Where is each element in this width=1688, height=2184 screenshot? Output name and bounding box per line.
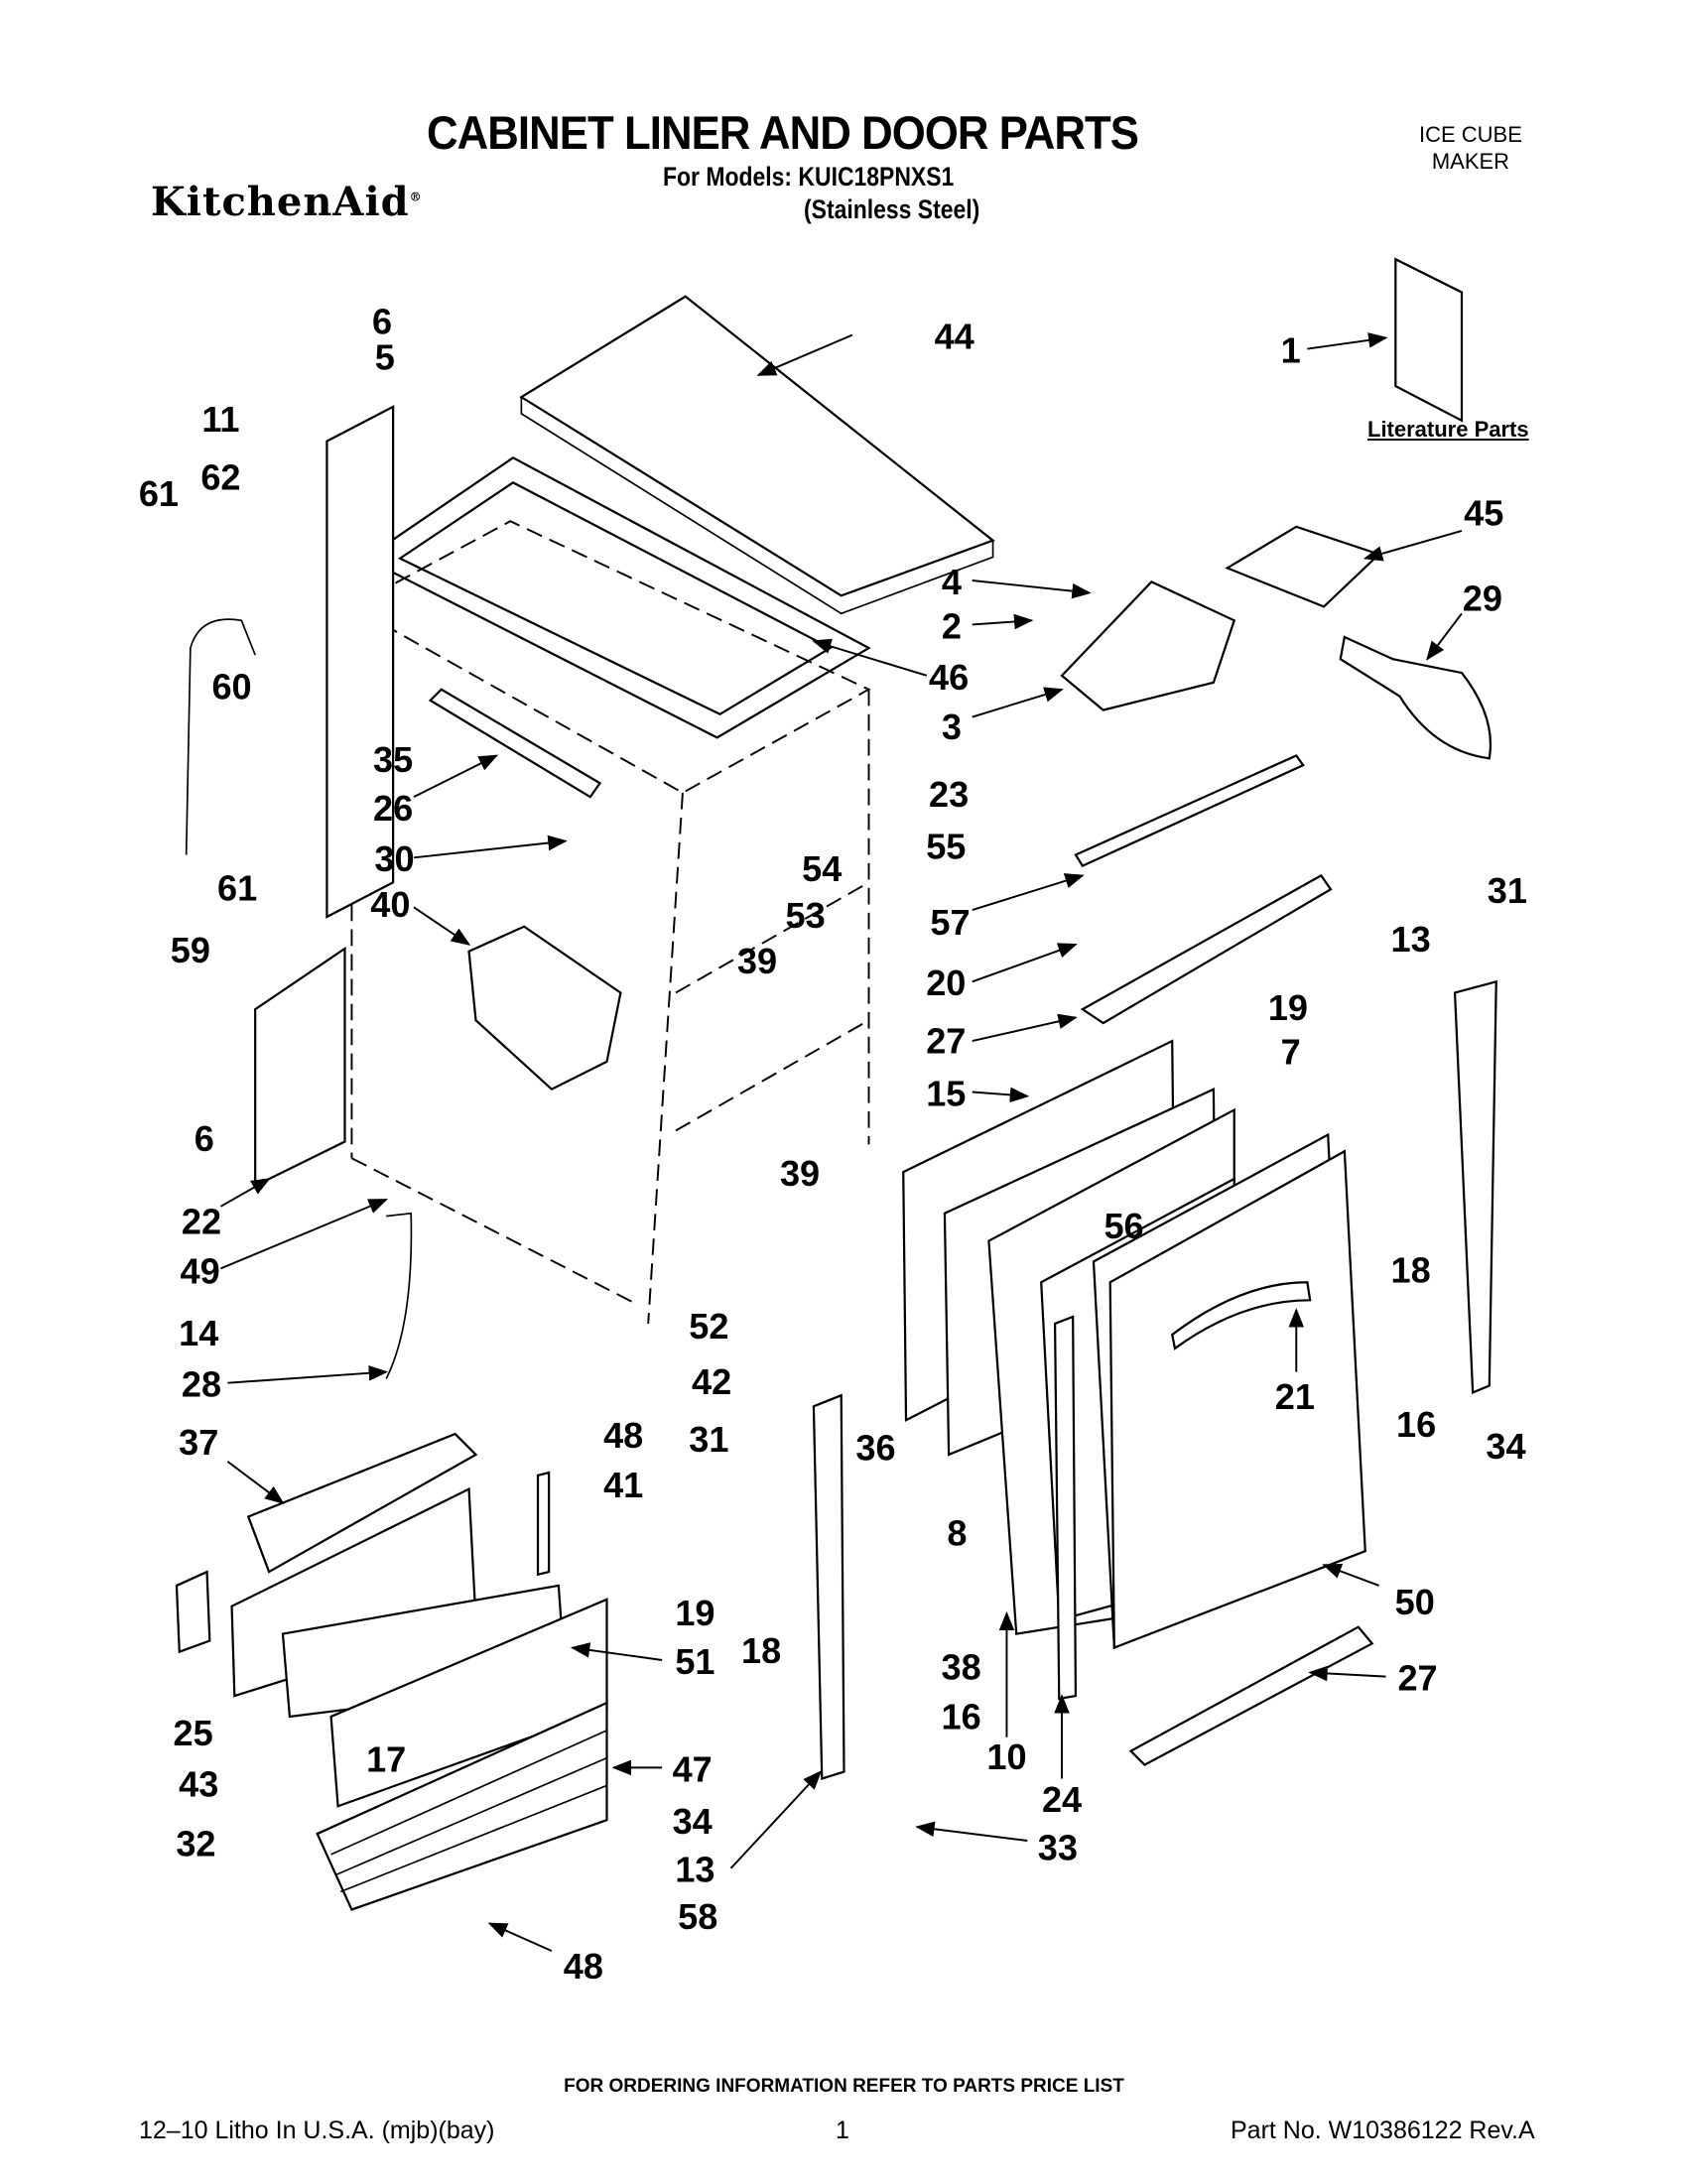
- callout: 41: [603, 1465, 643, 1505]
- callout: 19: [1268, 987, 1308, 1028]
- callout: 37: [179, 1422, 218, 1463]
- callout: 8: [947, 1513, 967, 1554]
- callout: 24: [1042, 1779, 1082, 1820]
- callout: 54: [802, 848, 842, 889]
- callout: 16: [1396, 1404, 1436, 1445]
- callout: 10: [986, 1736, 1026, 1777]
- callout: 1: [1281, 329, 1301, 370]
- callout: 19: [675, 1593, 714, 1633]
- callout: 31: [689, 1419, 728, 1460]
- side-panel: [325, 405, 395, 919]
- page-title: CABINET LINER AND DOOR PARTS: [427, 106, 1139, 159]
- callout: 47: [673, 1748, 713, 1789]
- page-number: 1: [836, 2117, 849, 2144]
- callout: 60: [211, 666, 251, 707]
- callout: 6: [372, 301, 392, 341]
- callout: 13: [675, 1850, 714, 1890]
- callout: 48: [603, 1415, 643, 1456]
- category-line-2: MAKER: [1431, 149, 1510, 174]
- literature-parts-label: Literature Parts: [1367, 417, 1529, 442]
- callout: 44: [935, 317, 974, 357]
- callout: 46: [929, 657, 969, 698]
- callout: 42: [692, 1361, 731, 1402]
- callout: 17: [366, 1739, 406, 1780]
- callout: 43: [179, 1764, 218, 1805]
- callout: 40: [370, 884, 410, 925]
- callout: 18: [1391, 1249, 1431, 1290]
- leader-lines: [219, 332, 1463, 1953]
- callout: 49: [181, 1251, 220, 1292]
- callout: 6: [195, 1118, 214, 1159]
- callout: 21: [1275, 1376, 1315, 1417]
- callout: 11: [201, 399, 239, 440]
- print-info: 12–10 Litho In U.S.A. (mjb)(bay): [139, 2117, 495, 2144]
- grille: [316, 1701, 608, 1911]
- callout: 33: [1038, 1827, 1078, 1867]
- callout: 48: [564, 1946, 603, 1987]
- callout: 7: [1281, 1032, 1301, 1073]
- top-panel: [519, 295, 995, 597]
- callout: 59: [171, 930, 210, 970]
- callout: 34: [1486, 1426, 1525, 1467]
- callout: 38: [942, 1646, 981, 1687]
- callout: 25: [174, 1713, 213, 1753]
- model-number: For Models: KUIC18PNXS1: [663, 162, 955, 192]
- callout: 61: [139, 473, 179, 514]
- callout: 57: [930, 902, 970, 943]
- callout: 3: [942, 707, 962, 747]
- brand-logo: KitchenAid®: [151, 179, 423, 225]
- callout: 61: [217, 867, 257, 908]
- callout: 55: [926, 827, 966, 867]
- callout: 4: [942, 562, 962, 602]
- cabinet-liner: [349, 520, 871, 795]
- callout: 2: [942, 605, 962, 646]
- callout: 28: [182, 1364, 221, 1405]
- category-line-1: ICE CUBE: [1419, 122, 1522, 147]
- callout: 45: [1464, 492, 1503, 533]
- callout: 29: [1463, 578, 1502, 619]
- callout: 5: [375, 336, 395, 377]
- callout: 56: [1104, 1206, 1143, 1246]
- callout: 52: [689, 1306, 728, 1347]
- callout: 35: [373, 739, 413, 780]
- part-shapes: [175, 257, 1497, 1911]
- callout: 13: [1391, 919, 1431, 960]
- ordering-note: FOR ORDERING INFORMATION REFER TO PARTS …: [564, 2076, 1124, 2097]
- brand-name: KitchenAid: [151, 179, 410, 225]
- callout: 16: [942, 1696, 981, 1736]
- callout: 39: [737, 941, 777, 981]
- callout: 51: [675, 1641, 714, 1682]
- callout: 62: [200, 456, 240, 497]
- callout: 20: [926, 963, 966, 1003]
- callout: 27: [926, 1021, 966, 1062]
- model-finish: (Stainless Steel): [804, 194, 980, 224]
- callout: 58: [678, 1896, 717, 1937]
- callout: 18: [741, 1630, 781, 1671]
- callout-numbers: 6 5 44 1 11 61 62 45 4 2 29 46 3 60 35 2…: [139, 301, 1527, 1987]
- literature-booklet: [1394, 257, 1464, 423]
- callout: 15: [926, 1073, 966, 1113]
- callout: 30: [374, 838, 414, 879]
- callout: 53: [786, 895, 826, 936]
- callout: 27: [1397, 1658, 1437, 1699]
- document-part-number: Part No. W10386122 Rev.A: [1231, 2117, 1535, 2144]
- callout: 36: [855, 1428, 895, 1469]
- callout: 14: [179, 1313, 218, 1353]
- callout: 31: [1488, 870, 1527, 911]
- callout: 23: [929, 774, 969, 815]
- callout: 34: [673, 1801, 713, 1842]
- callout: 22: [182, 1202, 221, 1242]
- callout: 39: [780, 1153, 820, 1194]
- callout: 26: [373, 788, 413, 829]
- callout: 50: [1395, 1582, 1435, 1622]
- callout: 32: [176, 1823, 215, 1863]
